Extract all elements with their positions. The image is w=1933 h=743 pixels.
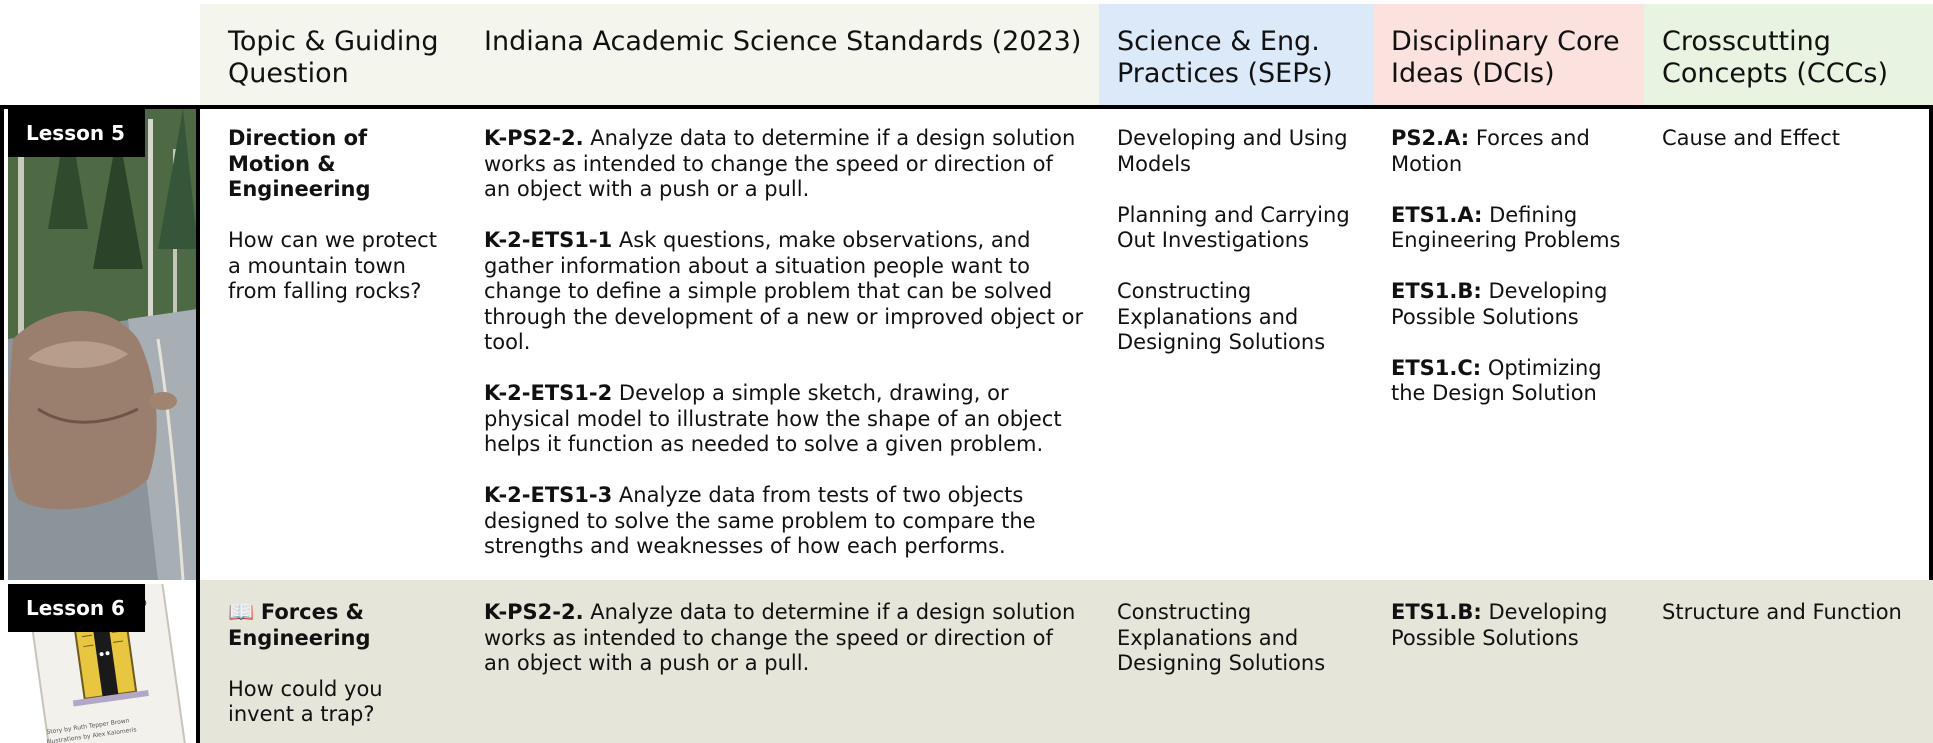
header-cccs: Crosscutting Concepts (CCCs) — [1644, 4, 1933, 105]
ccc-item: Cause and Effect — [1662, 126, 1840, 150]
lesson-6-tag: Lesson 6 — [8, 584, 145, 632]
lesson-6-seps-cell: Constructing Explanations and Designing … — [1117, 600, 1367, 677]
lesson-6-standards-cell: K-PS2-2. Analyze data to determine if a … — [484, 600, 1084, 677]
lesson-5-seps-cell: Developing and Using Models Planning and… — [1117, 126, 1367, 356]
lesson-5-guiding-question: How can we protect a mountain town from … — [228, 228, 437, 303]
standard-item: K-2-ETS1-1 Ask questions, make observati… — [484, 228, 1084, 354]
dci-item: ETS1.B: Developing Possible Solutions — [1391, 279, 1608, 329]
lesson-5-topic-title: Direction of Motion & Engineering — [228, 126, 371, 201]
lesson-6-topic-title: 📖 Forces & Engineering — [228, 600, 371, 650]
dci-item: PS2.A: Forces and Motion — [1391, 126, 1590, 176]
boulder-on-road-photo — [8, 109, 198, 580]
standard-item: K-2-ETS1-3 Analyze data from tests of tw… — [484, 483, 1036, 558]
lesson-5-dcis-cell: PS2.A: Forces and Motion ETS1.A: Definin… — [1391, 126, 1636, 407]
ccc-item: Structure and Function — [1662, 600, 1902, 624]
dci-item: ETS1.C: Optimizing the Design Solution — [1391, 355, 1602, 406]
column-divider — [196, 580, 200, 743]
lesson-6-cccs-cell: Structure and Function — [1662, 600, 1927, 626]
lesson-5-standards-cell: K-PS2-2. Analyze data to determine if a … — [484, 126, 1084, 560]
header-topic: Topic & Guiding Question — [200, 4, 456, 105]
dci-item: ETS1.B: Developing Possible Solutions — [1391, 600, 1608, 650]
lesson-6-row — [0, 580, 1933, 743]
header-dcis: Disciplinary Core Ideas (DCIs) — [1374, 4, 1644, 105]
column-divider — [196, 109, 200, 580]
book-icon: 📖 — [228, 600, 255, 624]
dci-item: ETS1.A: Defining Engineering Problems — [1391, 202, 1621, 253]
lesson-6-topic-cell: 📖 Forces & Engineering How could you inv… — [228, 600, 448, 728]
header-standards: Indiana Academic Science Standards (2023… — [456, 4, 1099, 105]
standard-item: K-PS2-2. Analyze data to determine if a … — [484, 600, 1076, 675]
standard-item: K-PS2-2. Analyze data to determine if a … — [484, 126, 1076, 201]
lesson-5-row — [0, 105, 1933, 580]
lesson-5-tag: Lesson 5 — [8, 109, 145, 157]
sep-item: Constructing Explanations and Designing … — [1117, 279, 1326, 354]
header-seps: Science & Eng. Practices (SEPs) — [1099, 4, 1374, 105]
lesson-6-dcis-cell: ETS1.B: Developing Possible Solutions — [1391, 600, 1636, 651]
sep-item: Planning and Carrying Out Investigations — [1117, 202, 1350, 253]
lesson-5-topic-cell: Direction of Motion & Engineering How ca… — [228, 126, 448, 305]
sep-item: Developing and Using Models — [1117, 126, 1348, 176]
sep-item: Constructing Explanations and Designing … — [1117, 600, 1326, 675]
standard-item: K-2-ETS1-2 Develop a simple sketch, draw… — [484, 381, 1062, 456]
lesson-5-cccs-cell: Cause and Effect — [1662, 126, 1927, 152]
lesson-6-guiding-question: How could you invent a trap? — [228, 676, 383, 727]
